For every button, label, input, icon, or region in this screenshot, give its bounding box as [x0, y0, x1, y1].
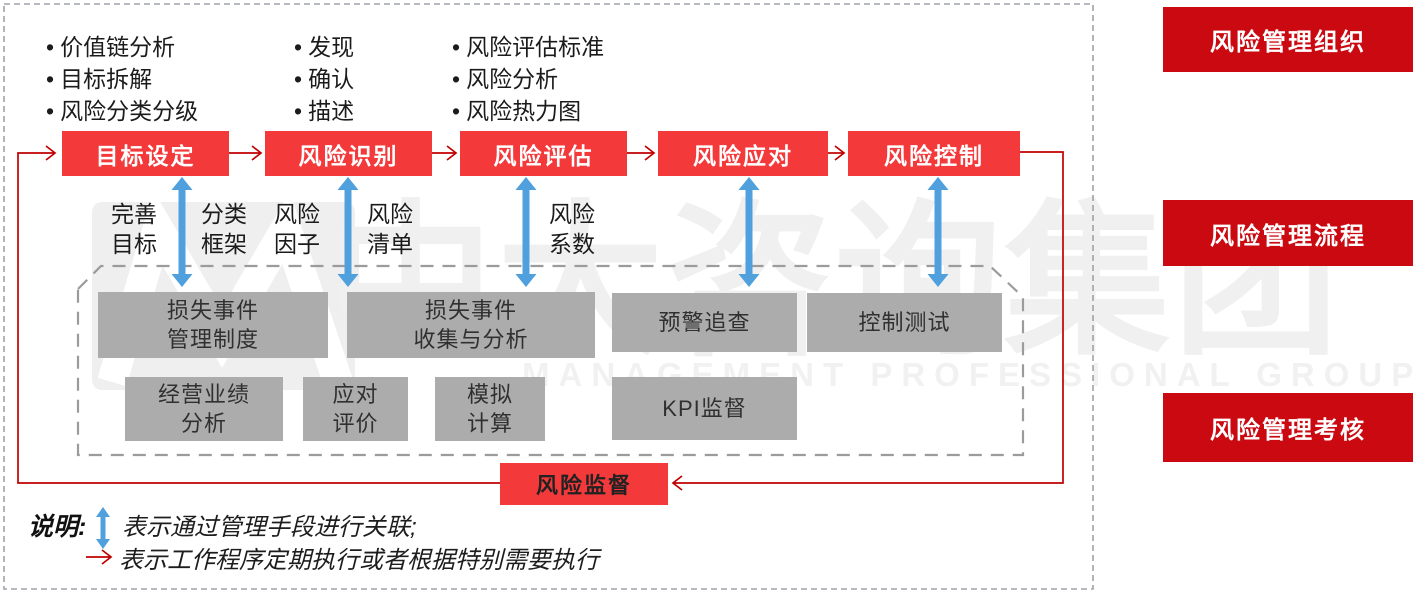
bullet-dot: •: [452, 66, 461, 92]
link-label-risk-list: 风险清单: [367, 201, 413, 257]
legend-red-description: 表示工作程序定期执行或者根据特别需要执行: [119, 547, 599, 574]
list-item: •目标拆解: [46, 66, 153, 92]
bullet-dot: •: [46, 34, 55, 60]
process-step-label: 目标设定: [95, 142, 196, 169]
tool-box-response-evaluation: 应对评价: [303, 377, 408, 441]
risk-monitor-box: 风险监督: [500, 463, 668, 505]
blue-arrow-5: [927, 177, 949, 287]
process-step-risk-control: 风险控制: [848, 131, 1020, 176]
link-label-risk-coefficient: 风险系数: [549, 201, 595, 257]
blue-arrow-1: [171, 177, 193, 287]
list-item: •风险评估标准: [452, 34, 605, 60]
process-step-label: 风险应对: [693, 142, 793, 169]
list-item: •价值链分析: [46, 34, 176, 60]
bullet-dot: •: [452, 34, 461, 60]
list-item: •风险分类分级: [46, 98, 199, 124]
red-flow-connectors: [17, 145, 1064, 491]
tool-box-performance-analysis: 经营业绩分析: [125, 377, 283, 441]
process-step-risk-response: 风险应对: [658, 131, 828, 176]
blue-arrow-2: [337, 177, 359, 287]
bullet-dot: •: [452, 98, 461, 124]
inner-dashed-container: [76, 264, 1025, 457]
bullet-list-goal-setting: •价值链分析 •目标拆解 •风险分类分级: [46, 31, 198, 127]
tool-box-control-testing: 控制测试: [807, 293, 1002, 352]
link-label-risk-factor: 风险因子: [274, 201, 320, 257]
bullet-dot: •: [294, 98, 303, 124]
banner-risk-management-process: 风险管理流程: [1163, 200, 1413, 266]
list-item: •描述: [294, 98, 355, 124]
link-label-classification: 分类框架: [201, 201, 247, 257]
banner-label: 风险管理组织: [1210, 29, 1366, 56]
bullet-dot: •: [294, 66, 303, 92]
tool-box-warning-tracing: 预警追查: [612, 293, 797, 352]
bullet-dot: •: [46, 66, 55, 92]
bullet-dot: •: [294, 34, 303, 60]
legend-blue-description: 表示通过管理手段进行关联;: [122, 514, 417, 541]
legend-title: 说明:: [28, 513, 87, 541]
list-item: •确认: [294, 66, 355, 92]
tool-box-simulation: 模拟计算: [435, 377, 545, 441]
bullet-list-risk-assessment: •风险评估标准 •风险分析 •风险热力图: [452, 31, 604, 127]
bullet-dot: •: [46, 98, 55, 124]
link-label-improve-goals: 完善目标: [111, 201, 157, 257]
blue-arrow-4: [738, 177, 760, 287]
tool-box-loss-event-collection: 损失事件收集与分析: [347, 292, 595, 358]
process-step-risk-assessment: 风险评估: [460, 131, 627, 176]
process-step-goal-setting: 目标设定: [62, 131, 229, 176]
banner-risk-management-organization: 风险管理组织: [1163, 7, 1413, 72]
process-step-label: 风险评估: [493, 142, 594, 169]
process-step-label: 风险控制: [884, 142, 984, 169]
process-step-risk-identification: 风险识别: [265, 131, 432, 176]
list-item: •风险分析: [452, 66, 559, 92]
legend-blue-arrow-icon: [96, 507, 110, 549]
banner-label: 风险管理考核: [1210, 417, 1366, 444]
bullet-list-risk-identification: •发现 •确认 •描述: [294, 31, 354, 127]
risk-monitor-label: 风险监督: [535, 473, 632, 498]
banner-risk-management-appraisal: 风险管理考核: [1163, 393, 1413, 462]
tool-box-loss-event-system: 损失事件管理制度: [98, 292, 328, 358]
blue-arrow-3: [515, 177, 537, 287]
outer-dashed-border: [3, 3, 1094, 590]
list-item: •发现: [294, 34, 355, 60]
legend-red-arrow-icon: [86, 549, 113, 565]
process-step-label: 风险识别: [298, 142, 399, 169]
list-item: •风险热力图: [452, 98, 582, 124]
tool-box-kpi-supervision: KPI监督: [612, 377, 797, 440]
blue-link-arrows: [171, 177, 949, 287]
banner-label: 风险管理流程: [1210, 222, 1366, 250]
